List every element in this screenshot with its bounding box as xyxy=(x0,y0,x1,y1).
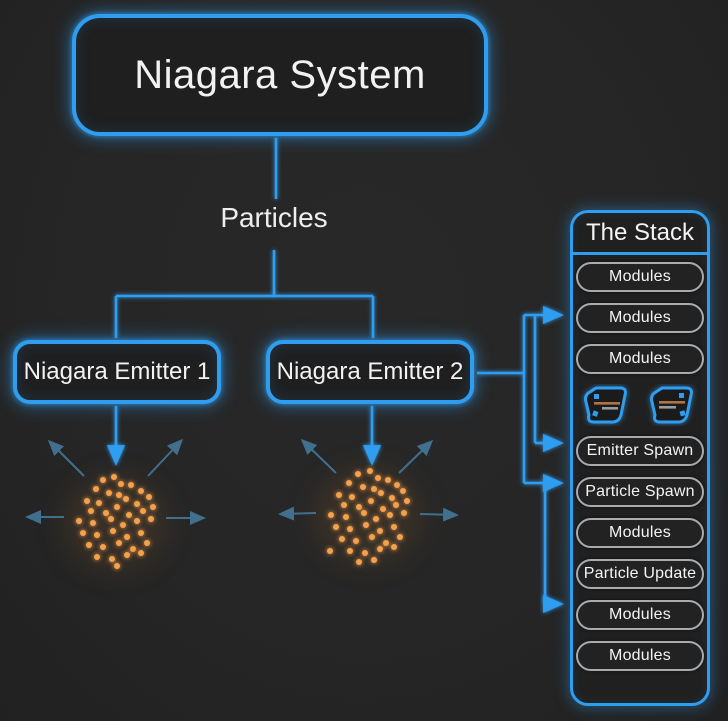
stack-item-particle-update: Particle Update xyxy=(576,559,704,589)
stack-item-modules-4: Modules xyxy=(576,518,704,548)
stack-item-modules-5: Modules xyxy=(576,600,704,630)
stack-item-modules-6: Modules xyxy=(576,641,704,671)
the-stack-panel: The Stack Modules Modules Modules Emitte… xyxy=(570,210,710,706)
niagara-system-label: Niagara System xyxy=(134,52,426,97)
stack-emitter-icons-row xyxy=(576,385,704,425)
connector-lines xyxy=(25,138,564,614)
stack-item-particle-spawn: Particle Spawn xyxy=(576,477,704,507)
stack-item-modules-1: Modules xyxy=(576,262,704,292)
stack-item-emitter-spawn: Emitter Spawn xyxy=(576,436,704,466)
niagara-emitter-2-label: Niagara Emitter 2 xyxy=(276,358,464,385)
niagara-emitter-1-label: Niagara Emitter 1 xyxy=(23,358,211,385)
stack-title: The Stack xyxy=(573,213,707,255)
particle-haze-layer xyxy=(61,466,424,572)
stack-body: Modules Modules Modules Emitter Spawn Pa… xyxy=(573,255,707,703)
niagara-system-node: Niagara System xyxy=(72,14,488,136)
particle-cloud-2 xyxy=(327,468,410,565)
niagara-hex-emitter-icon-left xyxy=(584,386,627,424)
stack-item-modules-2: Modules xyxy=(576,303,704,333)
stack-item-modules-3: Modules xyxy=(576,344,704,374)
particles-label: Particles xyxy=(220,202,328,233)
niagara-emitter-1-node: Niagara Emitter 1 xyxy=(13,340,221,404)
particle-cloud-1 xyxy=(76,474,156,569)
niagara-emitter-2-node: Niagara Emitter 2 xyxy=(266,340,474,404)
particle-clouds xyxy=(76,468,410,569)
niagara-hex-emitter-icon-right xyxy=(650,386,693,424)
